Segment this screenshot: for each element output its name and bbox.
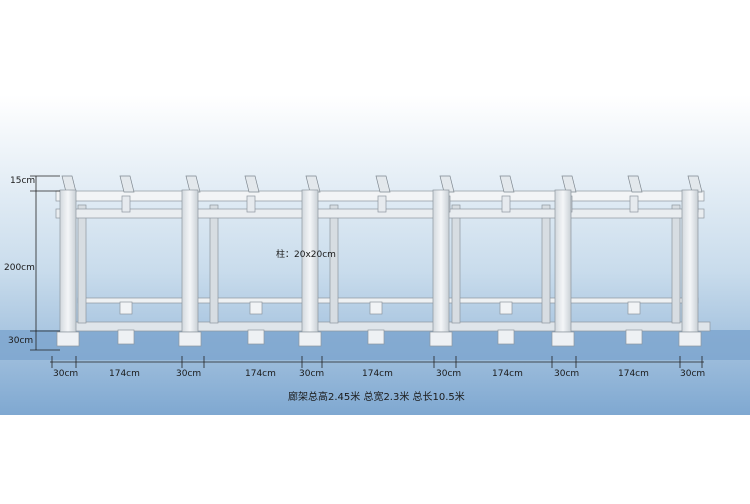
seat-foot-2	[367, 329, 385, 345]
rear-post-1	[209, 204, 219, 324]
column-base-3	[429, 331, 453, 347]
dimension-caption: 廊架总高2.45米 总宽2.3米 总长10.5米	[288, 392, 465, 403]
dim-left-middle: 200cm	[4, 263, 35, 273]
rafter-block-3	[246, 195, 256, 213]
rafter-end-4	[305, 175, 321, 193]
column-base-4	[551, 331, 575, 347]
dim-bottom-3: 174cm	[245, 369, 276, 379]
rear-post-2	[329, 204, 339, 324]
dim-bottom-1: 174cm	[109, 369, 140, 379]
seat-leg-0	[119, 301, 133, 315]
column-base-1	[178, 331, 202, 347]
dim-bottom-6: 30cm	[436, 369, 462, 379]
rafter-end-7	[499, 175, 515, 193]
column-size-note: 柱：20x20cm	[276, 250, 336, 260]
dim-bottom-0: 30cm	[53, 369, 79, 379]
pergola-structure	[55, 175, 711, 347]
rear-post-4	[541, 204, 551, 324]
column-base-5	[678, 331, 702, 347]
rafter-end-5	[375, 175, 391, 193]
column-base-0	[56, 331, 80, 347]
rafter-end-6	[439, 175, 455, 193]
rafter-block-5	[377, 195, 387, 213]
seat-rail	[77, 297, 699, 304]
column-0	[59, 189, 77, 333]
dim-bottom-7: 174cm	[492, 369, 523, 379]
column-4	[554, 189, 572, 333]
dim-bottom-5: 174cm	[362, 369, 393, 379]
ground-rail	[61, 321, 711, 332]
dim-bottom-10: 30cm	[680, 369, 706, 379]
dim-left-top: 15cm	[10, 176, 36, 186]
rear-post-5	[671, 204, 681, 324]
rear-post-3	[451, 204, 461, 324]
rafter-end-1	[119, 175, 135, 193]
sky-background	[0, 95, 750, 415]
seat-leg-1	[249, 301, 263, 315]
seat-leg-3	[499, 301, 513, 315]
rafter-end-8	[561, 175, 577, 193]
column-2	[301, 189, 319, 333]
rear-post-0	[77, 204, 87, 324]
dim-bottom-8: 30cm	[554, 369, 580, 379]
rafter-block-7	[501, 195, 511, 213]
rafter-end-2	[185, 175, 201, 193]
seat-leg-2	[369, 301, 383, 315]
rafter-end-9	[627, 175, 643, 193]
column-3	[432, 189, 450, 333]
seat-foot-4	[625, 329, 643, 345]
rafter-block-9	[629, 195, 639, 213]
seat-foot-0	[117, 329, 135, 345]
rafter-end-3	[244, 175, 260, 193]
column-1	[181, 189, 199, 333]
seat-foot-3	[497, 329, 515, 345]
seat-foot-1	[247, 329, 265, 345]
dim-bottom-2: 30cm	[176, 369, 202, 379]
dim-bottom-4: 30cm	[299, 369, 325, 379]
rafter-block-1	[121, 195, 131, 213]
column-base-2	[298, 331, 322, 347]
dim-bottom-9: 174cm	[618, 369, 649, 379]
seat-leg-4	[627, 301, 641, 315]
dim-left-bottom: 30cm	[8, 336, 34, 346]
dimension-lines	[30, 175, 704, 368]
column-5	[681, 189, 699, 333]
rafter-end-10	[687, 175, 703, 193]
